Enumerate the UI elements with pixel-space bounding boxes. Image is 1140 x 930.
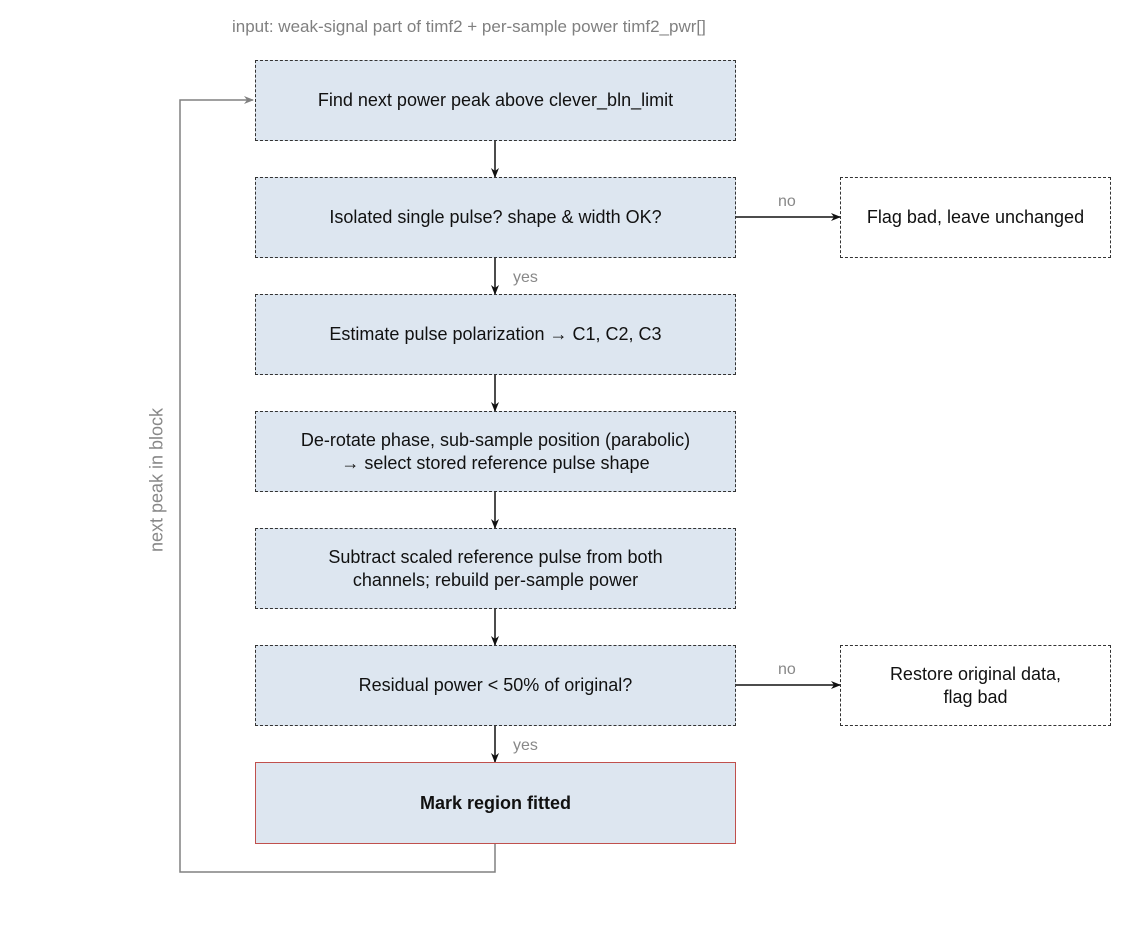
- side-flag-bad: Flag bad, leave unchanged: [840, 177, 1111, 258]
- step-residual-check-label: Residual power < 50% of original?: [358, 675, 633, 695]
- edge-label-residual-yes: yes: [513, 737, 538, 754]
- step-derotate-phase: De-rotate phase, sub-sample position (pa…: [255, 411, 736, 492]
- step-isolated-check: Isolated single pulse? shape & width OK?: [255, 177, 736, 258]
- step-subtract-reference-label: Subtract scaled reference pulse from bot…: [328, 546, 663, 590]
- side-restore-original: Restore original data, flag bad: [840, 645, 1111, 726]
- step-isolated-check-label: Isolated single pulse? shape & width OK?: [329, 207, 662, 227]
- loop-label: next peak in block: [146, 407, 167, 553]
- step-mark-fitted-label: Mark region fitted: [419, 792, 571, 813]
- step-residual-check: Residual power < 50% of original?: [255, 645, 736, 726]
- step-derotate-phase-label: De-rotate phase, sub-sample position (pa…: [300, 429, 691, 473]
- loop-back-line: [179, 96, 496, 873]
- step-estimate-polarization: Estimate pulse polarization → C1, C2, C3: [255, 294, 736, 375]
- edge-label-isolated-yes: yes: [513, 269, 538, 286]
- side-restore-original-label: Restore original data, flag bad: [889, 663, 1062, 707]
- side-flag-bad-label: Flag bad, leave unchanged: [866, 207, 1085, 227]
- edge-label-residual-no: no: [778, 661, 796, 678]
- step-estimate-polarization-label: Estimate pulse polarization → C1, C2, C3: [329, 324, 662, 344]
- input-label: input: weak-signal part of timf2 + per-s…: [232, 17, 706, 36]
- step-find-peak-label: Find next power peak above clever_bln_li…: [317, 90, 674, 110]
- edge-label-isolated-no: no: [778, 193, 796, 210]
- step-subtract-reference: Subtract scaled reference pulse from bot…: [255, 528, 736, 609]
- step-find-peak: Find next power peak above clever_bln_li…: [255, 60, 736, 141]
- step-mark-fitted: Mark region fitted: [255, 762, 736, 844]
